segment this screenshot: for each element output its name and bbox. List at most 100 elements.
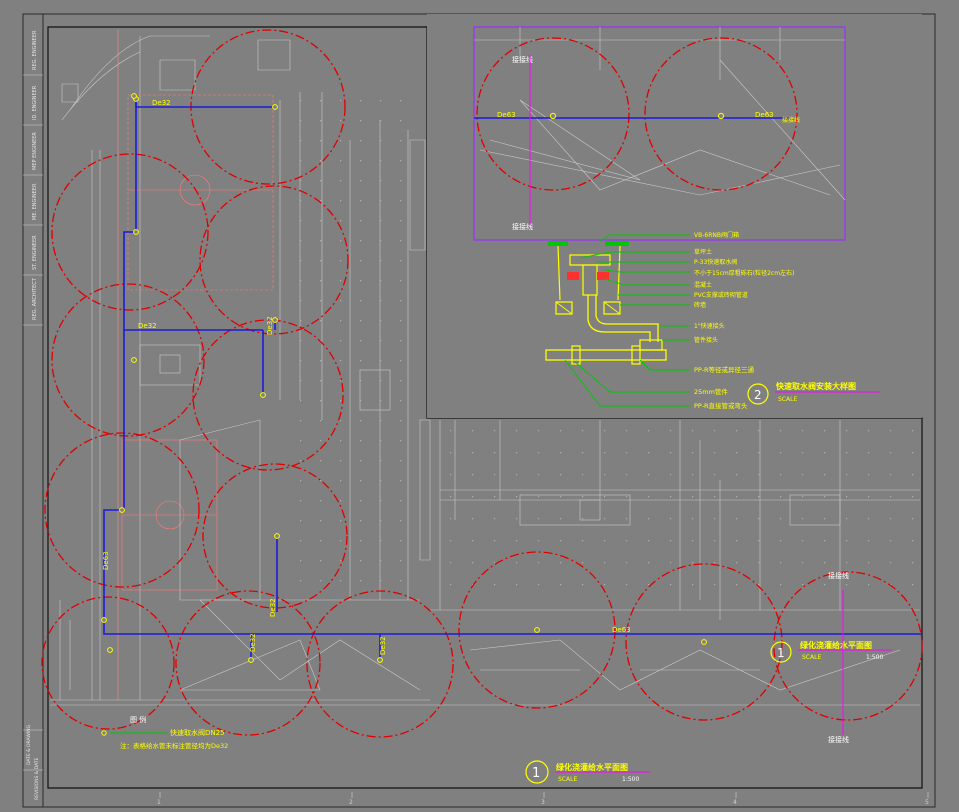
tb-bottom-1: REVISIONS & DATE [34, 757, 40, 800]
grid-dot [648, 496, 650, 498]
grid-dot [538, 430, 540, 432]
grid-dot [824, 584, 826, 586]
grid-dot [890, 518, 892, 520]
grid-dot [560, 562, 562, 564]
secondary-plan-title: 1 绿化浇灌给水平面图 SCALE 1:500 接接线 接接线 [770, 571, 892, 744]
grid-dot [802, 430, 804, 432]
sprinkler-head [133, 229, 139, 235]
ruler: 1 2 3 4 5 [157, 792, 929, 806]
grid-dot [360, 120, 362, 122]
grid-dot [320, 380, 322, 382]
grid-dot [300, 200, 302, 202]
grid-dot [340, 380, 342, 382]
grid-dot [648, 584, 650, 586]
grid-dot [648, 474, 650, 476]
pipe-label-left-main: De63 [102, 551, 110, 570]
grid-dot [494, 584, 496, 586]
pipe-label-top: De32 [152, 99, 171, 107]
grid-dot [604, 540, 606, 542]
grid-dot [380, 180, 382, 182]
grid-dot [868, 584, 870, 586]
grid-dot [714, 518, 716, 520]
grid-dot [736, 584, 738, 586]
grid-dot [494, 452, 496, 454]
grid-dot [320, 340, 322, 342]
detail-plan-frame [473, 26, 846, 241]
grid-dot [450, 474, 452, 476]
sprinkler-head [701, 639, 707, 645]
grid-dot [340, 160, 342, 162]
grid-dot [400, 420, 402, 422]
pipe-label-mid: De32 [138, 322, 157, 330]
tb-row-4: ST. ENGINEER [32, 235, 38, 270]
grid-dot [780, 452, 782, 454]
grid-dot [516, 496, 518, 498]
grid-dot [450, 518, 452, 520]
grid-dot [824, 562, 826, 564]
grid-dot [494, 474, 496, 476]
tb-row-5: REG. ARCHITECT [32, 277, 38, 320]
grid-dot [340, 220, 342, 222]
legend-header: 图 例 [130, 715, 146, 724]
grid-dot [400, 360, 402, 362]
ruler-mark-3: 3 [541, 799, 545, 806]
grid-dot [340, 100, 342, 102]
grid-dot [320, 500, 322, 502]
main-plan-title: 1 绿化浇灌给水平面图 SCALE 1:500 [525, 760, 650, 784]
grid-dot [758, 496, 760, 498]
grid-dot [300, 320, 302, 322]
grid-dot [300, 460, 302, 462]
grid-dot [670, 540, 672, 542]
grid-dot [648, 452, 650, 454]
grid-dot [670, 452, 672, 454]
grid-dot [912, 496, 914, 498]
grid-dot [494, 496, 496, 498]
grid-dot [890, 474, 892, 476]
grid-dot [300, 480, 302, 482]
legend-valve-icon [101, 730, 107, 736]
grid-dot [538, 518, 540, 520]
grid-dot [890, 562, 892, 564]
title-block: REG. ENGINEER ID. ENGINEER MEP ENGINEER … [23, 30, 43, 800]
grid-dot [714, 474, 716, 476]
callout-11: PP-R直接管或弯头 [694, 401, 748, 410]
secondary-plan-title-text: 绿化浇灌给水平面图 [800, 640, 872, 650]
grid-dot [300, 520, 302, 522]
callout-5: PVC支撑或砖砌管道 [694, 291, 748, 299]
detail-right-tag: 接接线 [782, 116, 800, 124]
grid-dot [300, 400, 302, 402]
grid-dot [802, 496, 804, 498]
grid-dot [538, 452, 540, 454]
grid-dot [846, 518, 848, 520]
grid-dot [320, 180, 322, 182]
grid-dot [582, 540, 584, 542]
grid-dot [890, 496, 892, 498]
grid-dot [380, 380, 382, 382]
grid-dot [320, 520, 322, 522]
grid-dot [846, 452, 848, 454]
tb-row-2: MEP ENGINEER [32, 132, 38, 170]
grid-dot [360, 540, 362, 542]
grid-dot [360, 560, 362, 562]
grid-dot [516, 430, 518, 432]
grid-dot [380, 120, 382, 122]
grid-dot [582, 452, 584, 454]
grid-dot [320, 400, 322, 402]
grid-dot [516, 584, 518, 586]
grid-dot [824, 540, 826, 542]
grid-dot [846, 540, 848, 542]
grid-dot [626, 562, 628, 564]
grid-dot [626, 496, 628, 498]
grid-dot [560, 496, 562, 498]
grid-dot [380, 260, 382, 262]
detail-pipe-right: De63 [755, 111, 774, 119]
legend-note: 注：表格给水管未标注管径均为De32 [120, 741, 228, 750]
grid-dot [360, 500, 362, 502]
grid-dot [714, 496, 716, 498]
grid-dot [450, 540, 452, 542]
grid-dot [604, 452, 606, 454]
grid-dot [802, 584, 804, 586]
grid-dot [400, 260, 402, 262]
